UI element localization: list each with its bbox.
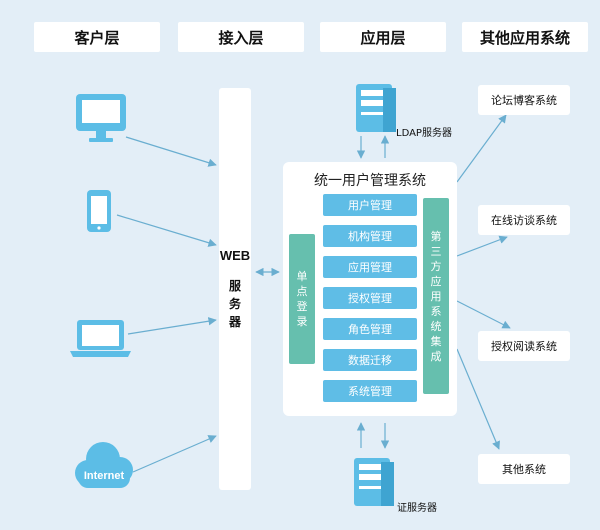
sso-char: 点 bbox=[296, 285, 308, 298]
desktop-icon bbox=[76, 94, 126, 142]
arrow-mobile-to-web bbox=[116, 214, 217, 247]
arrow-laptop-to-web bbox=[127, 317, 217, 335]
third-party-char: 应 bbox=[430, 274, 442, 288]
third-party-char: 三 bbox=[430, 244, 442, 258]
third-party-char: 统 bbox=[430, 319, 442, 333]
internet-label: Internet bbox=[83, 470, 125, 482]
third-party-char: 系 bbox=[430, 304, 442, 318]
cert-server-icon bbox=[354, 458, 394, 506]
sso-char: 登 bbox=[296, 300, 308, 313]
web-server: WEB 服 务 器 bbox=[219, 88, 251, 490]
arrow-internet-to-web bbox=[132, 435, 217, 473]
third-party-char: 成 bbox=[430, 349, 442, 363]
module-system-management: 系统管理 bbox=[323, 380, 417, 402]
arrow-desktop-to-web bbox=[125, 136, 217, 167]
web-server-title: WEB bbox=[219, 247, 251, 263]
sso-char: 单 bbox=[296, 270, 308, 283]
third-party-integration-bar: 第 三 方 应 用 系 统 集 成 bbox=[423, 198, 449, 394]
module-auth-management: 授权管理 bbox=[323, 287, 417, 309]
mobile-phone-icon bbox=[87, 190, 111, 232]
external-system-other: 其他系统 bbox=[478, 454, 570, 484]
ldap-server-label: LDAP服务器 bbox=[396, 128, 452, 139]
third-party-char: 方 bbox=[430, 259, 442, 273]
main-system-title: 统一用户管理系统 bbox=[314, 173, 426, 189]
layer-header-client: 客户层 bbox=[34, 22, 160, 52]
cloud-icon bbox=[75, 442, 133, 488]
third-party-char: 第 bbox=[430, 229, 442, 243]
sso-char: 录 bbox=[296, 315, 308, 328]
third-party-char: 集 bbox=[430, 334, 442, 348]
external-system-reading: 授权阅读系统 bbox=[478, 331, 570, 361]
layer-header-access: 接入层 bbox=[178, 22, 304, 52]
arrow-to-forum bbox=[456, 114, 507, 183]
laptop-icon bbox=[70, 320, 131, 357]
module-app-management: 应用管理 bbox=[323, 256, 417, 278]
unified-user-management-box: 统一用户管理系统 单 点 登 录 用户管理 机构管理 应用管理 授权管理 角色管… bbox=[283, 162, 457, 416]
layer-header-other-systems: 其他应用系统 bbox=[462, 22, 588, 52]
module-user-management: 用户管理 bbox=[323, 194, 417, 216]
module-org-management: 机构管理 bbox=[323, 225, 417, 247]
web-server-char: 器 bbox=[228, 314, 241, 329]
web-server-char: 务 bbox=[228, 296, 241, 311]
arrow-to-reading bbox=[456, 300, 511, 329]
external-system-forum: 论坛博客系统 bbox=[478, 85, 570, 115]
web-server-char: 服 bbox=[228, 278, 241, 293]
arrow-to-other bbox=[456, 348, 500, 450]
cert-server-label: 证服务器 bbox=[397, 503, 437, 514]
third-party-char: 用 bbox=[430, 289, 442, 303]
ldap-server-icon bbox=[356, 84, 396, 132]
module-role-management: 角色管理 bbox=[323, 318, 417, 340]
external-system-interview: 在线访谈系统 bbox=[478, 205, 570, 235]
sso-bar: 单 点 登 录 bbox=[289, 234, 315, 364]
layer-header-application: 应用层 bbox=[320, 22, 446, 52]
arrow-to-interview bbox=[456, 235, 508, 257]
module-data-migration: 数据迁移 bbox=[323, 349, 417, 371]
